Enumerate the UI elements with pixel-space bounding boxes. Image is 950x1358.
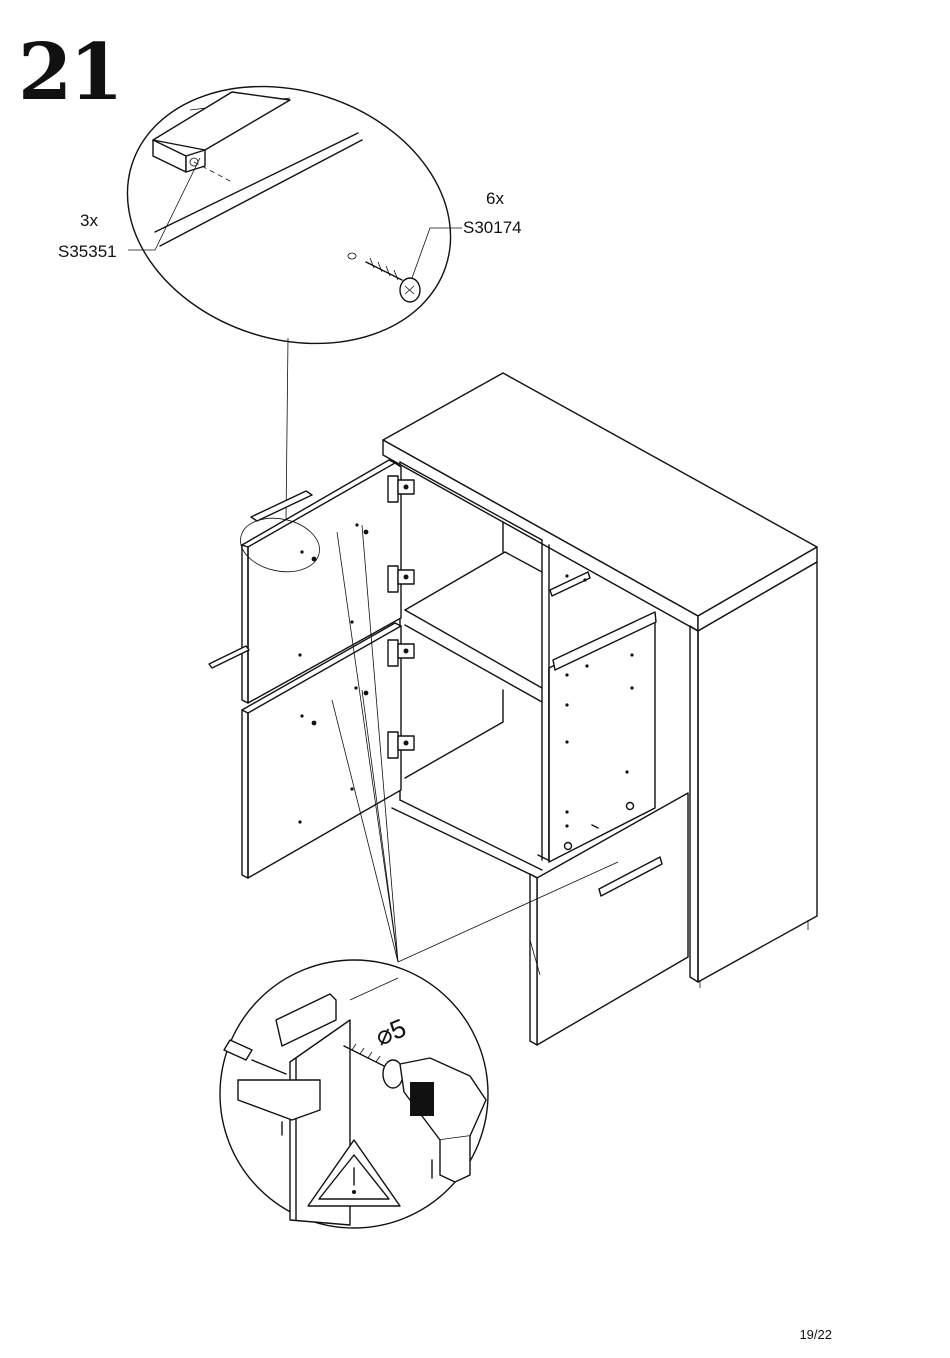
- cabinet: [383, 373, 817, 1045]
- door-handle-side: [209, 646, 249, 668]
- handle-icon: [153, 92, 290, 182]
- detail-callout-bottom: ⌀5: [220, 960, 488, 1228]
- screw-icon: [348, 253, 420, 302]
- drill-icon: [383, 1058, 486, 1182]
- drill-size-label: ⌀5: [371, 1012, 410, 1051]
